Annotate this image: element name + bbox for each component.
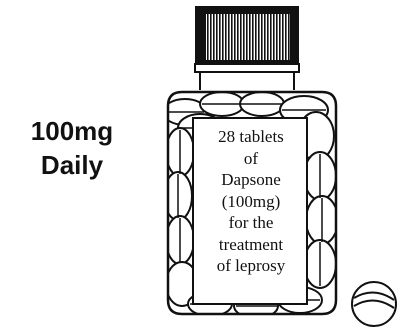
label-line: for the [228,213,274,232]
label-line: 28 tablets [218,127,284,146]
dose-frequency: Daily [40,150,104,180]
bottle-cap [194,6,300,73]
dose-amount: 100mg [30,116,114,146]
bottle-neck [199,72,295,90]
label-line: of [243,148,259,168]
label-line: of leprosy [216,256,286,275]
bottle-label [192,117,308,305]
bottle-body [166,90,338,316]
label-line: (100mg) [221,191,281,211]
label-line: treatment [218,234,284,254]
dose-instruction: 100mg Daily [12,114,132,182]
tablet-icon [351,281,397,327]
bottle-label-text: 28 tablets of Dapsone (100mg) for the tr… [196,126,306,277]
label-line: Dapsone [221,170,281,189]
